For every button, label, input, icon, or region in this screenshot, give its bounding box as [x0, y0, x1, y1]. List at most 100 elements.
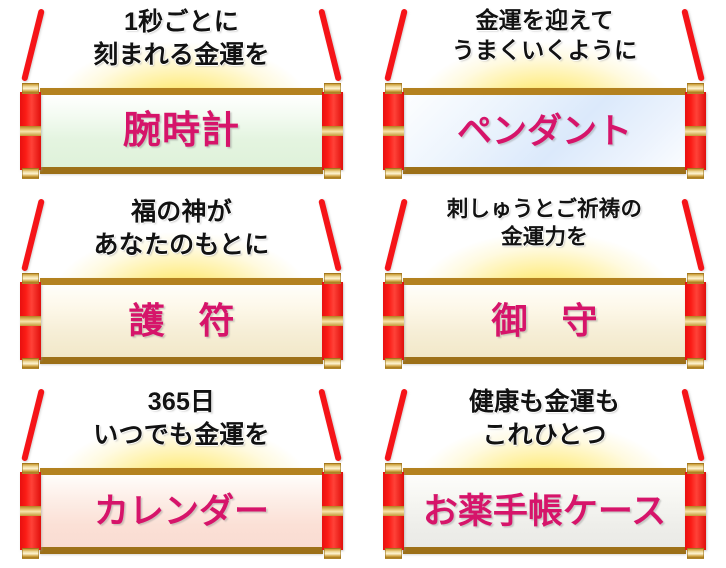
product-name-label: お薬手帳ケース: [422, 491, 667, 531]
product-name-label: 護 符: [128, 300, 247, 341]
scroll-end-cap-left: [18, 273, 43, 369]
heading-line-1: 金運を迎えて: [475, 7, 614, 33]
red-rod: [383, 282, 404, 360]
gold-finial-bottom-icon: [22, 548, 39, 559]
scroll-end-cap-left: [381, 83, 406, 179]
red-rod: [322, 282, 343, 360]
gold-glow-backdrop: [0, 380, 363, 480]
gold-finial-top-icon: [385, 273, 402, 284]
product-banner-panel-wristwatch[interactable]: 1秒ごとに 刻まれる金運を 腕時計: [0, 0, 363, 190]
red-rod: [685, 282, 706, 360]
gold-finial-top-icon: [324, 463, 341, 474]
red-rod: [20, 472, 41, 550]
scroll-banner: カレンダー: [18, 463, 345, 559]
red-rod: [383, 92, 404, 170]
gold-glow-backdrop: [363, 380, 726, 480]
banner-strip-inner: 御 守: [403, 285, 686, 357]
gold-glow-backdrop: [363, 0, 726, 100]
gold-band-icon: [20, 316, 41, 326]
panel-heading: 刺しゅうとご祈祷の 金運力を: [363, 192, 726, 284]
product-banner-panel-medicine-notebook-case[interactable]: 健康も金運も これひとつ お薬手帳ケース: [363, 380, 726, 568]
panel-heading: 1秒ごとに 刻まれる金運を: [0, 2, 363, 94]
gold-band-icon: [20, 506, 41, 516]
gold-finial-top-icon: [687, 273, 704, 284]
heading-line-2: 刻まれる金運を: [93, 40, 270, 69]
heading-line-2: あなたのもとに: [93, 230, 270, 259]
gold-band-icon: [322, 506, 343, 516]
scroll-end-cap-right: [683, 83, 708, 179]
gold-glow-backdrop: [363, 190, 726, 290]
banner-strip: ペンダント: [403, 88, 686, 174]
scroll-banner: ペンダント: [381, 83, 708, 179]
red-rod: [685, 472, 706, 550]
gold-finial-bottom-icon: [385, 358, 402, 369]
red-rod: [383, 472, 404, 550]
panel-heading: 福の神が あなたのもとに: [0, 192, 363, 284]
banner-strip: お薬手帳ケース: [403, 468, 686, 554]
panel-heading: 金運を迎えて うまくいくように: [363, 2, 726, 94]
banner-strip-inner: 護 符: [40, 285, 323, 357]
banner-strip-inner: ペンダント: [403, 95, 686, 167]
heading-line-1: 福の神が: [131, 198, 232, 226]
gold-finial-bottom-icon: [385, 548, 402, 559]
banner-strip: 御 守: [403, 278, 686, 364]
gold-band-icon: [383, 316, 404, 326]
scroll-end-cap-left: [18, 463, 43, 559]
gold-finial-bottom-icon: [324, 168, 341, 179]
gold-finial-top-icon: [324, 83, 341, 94]
heading-line-1: 刺しゅうとご祈祷の: [446, 197, 643, 221]
scroll-end-cap-right: [320, 83, 345, 179]
gold-finial-bottom-icon: [687, 548, 704, 559]
product-banner-panel-amulet-tag[interactable]: 福の神が あなたのもとに 護 符: [0, 190, 363, 380]
gold-finial-bottom-icon: [324, 358, 341, 369]
gold-finial-top-icon: [324, 273, 341, 284]
heading-line-2: これひとつ: [482, 420, 607, 449]
gold-finial-bottom-icon: [324, 548, 341, 559]
gold-band-icon: [383, 126, 404, 136]
banner-strip-inner: 腕時計: [40, 95, 323, 167]
heading-line-2: うまくいくように: [451, 36, 638, 63]
red-rod: [20, 282, 41, 360]
banner-strip: 腕時計: [40, 88, 323, 174]
scroll-banner: お薬手帳ケース: [381, 463, 708, 559]
product-name-label: 御 守: [491, 300, 610, 341]
red-rod: [685, 92, 706, 170]
banner-strip: 護 符: [40, 278, 323, 364]
red-rod: [322, 472, 343, 550]
gold-finial-bottom-icon: [22, 168, 39, 179]
scroll-end-cap-right: [683, 463, 708, 559]
scroll-end-cap-left: [381, 273, 406, 369]
scroll-end-cap-left: [381, 463, 406, 559]
gold-finial-bottom-icon: [385, 168, 402, 179]
banner-strip: カレンダー: [40, 468, 323, 554]
product-name-label: 腕時計: [122, 110, 240, 152]
gold-band-icon: [685, 126, 706, 136]
scroll-banner: 腕時計: [18, 83, 345, 179]
gold-band-icon: [322, 126, 343, 136]
gold-finial-top-icon: [385, 463, 402, 474]
gold-finial-bottom-icon: [22, 358, 39, 369]
gold-band-icon: [685, 506, 706, 516]
gold-finial-top-icon: [687, 83, 704, 94]
scroll-end-cap-left: [18, 83, 43, 179]
heading-line-1: 365日: [147, 388, 216, 416]
gold-band-icon: [685, 316, 706, 326]
product-banner-panel-calendar[interactable]: 365日 いつでも金運を カレンダー: [0, 380, 363, 568]
scroll-banner: 御 守: [381, 273, 708, 369]
gold-finial-bottom-icon: [687, 358, 704, 369]
gold-finial-top-icon: [385, 83, 402, 94]
gold-glow-backdrop: [0, 0, 363, 100]
product-banner-panel-pendant[interactable]: 金運を迎えて うまくいくように ペンダント: [363, 0, 726, 190]
red-rod: [322, 92, 343, 170]
heading-line-2: いつでも金運を: [93, 420, 270, 449]
panel-heading: 365日 いつでも金運を: [0, 382, 363, 474]
product-name-label: カレンダー: [93, 491, 269, 531]
heading-line-1: 1秒ごとに: [124, 8, 239, 36]
gold-finial-top-icon: [22, 463, 39, 474]
gold-band-icon: [20, 126, 41, 136]
scroll-end-cap-right: [320, 463, 345, 559]
product-banner-panel-omamori[interactable]: 刺しゅうとご祈祷の 金運力を 御 守: [363, 190, 726, 380]
panel-heading: 健康も金運も これひとつ: [363, 382, 726, 474]
product-name-label: ペンダント: [456, 111, 632, 151]
